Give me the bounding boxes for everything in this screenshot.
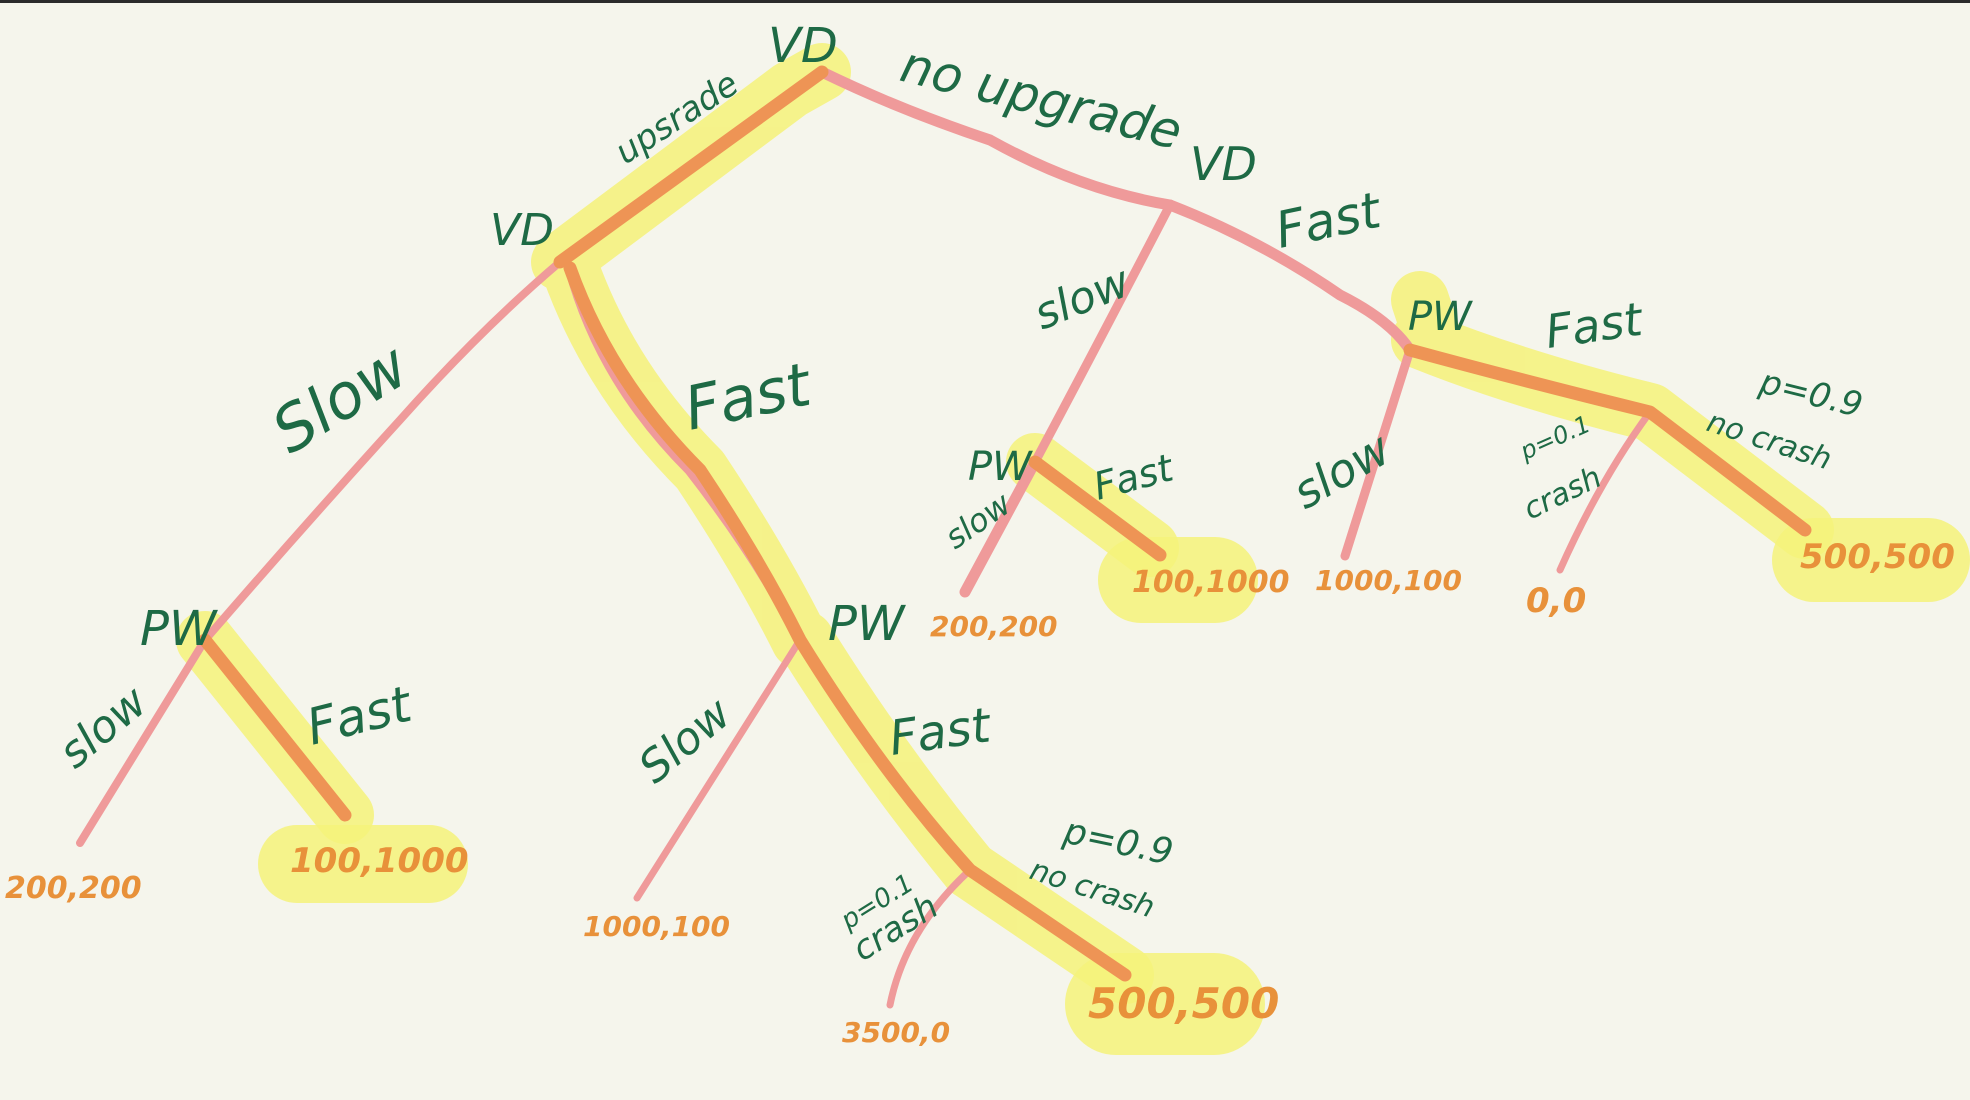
left-pw-slow-edge-label: slow bbox=[49, 676, 158, 779]
left-pw-fast-edge-label: Fast bbox=[301, 674, 419, 756]
left-pw-node-label: PW bbox=[140, 601, 218, 657]
fast-pw-fast-edge-label: Fast bbox=[886, 697, 996, 767]
branch-noup-fast bbox=[1164, 199, 1416, 356]
branch-mid-pw-slow bbox=[959, 456, 1041, 598]
branch-right-chance-crash bbox=[1556, 408, 1654, 574]
chosen-path bbox=[198, 65, 1812, 982]
root-node-label: VD bbox=[768, 18, 838, 74]
payoff-noup-fast-crash: 0,0 bbox=[1526, 581, 1586, 621]
highlight-blob-right-nocrash bbox=[1772, 518, 1970, 602]
noup-slow-edge-label: slow bbox=[1027, 256, 1138, 340]
chosen-root-upgrade bbox=[553, 65, 829, 269]
branch-noup-slow bbox=[1030, 200, 1175, 467]
payoff-noup-slow-fast: 100,1000 bbox=[1132, 565, 1290, 600]
noup-crash-edge-label: crash bbox=[1518, 460, 1607, 527]
branch-left-pw-slow bbox=[76, 636, 209, 847]
upgrade-node-label: VD bbox=[490, 205, 554, 256]
upgrade-slow-edge-label: Slow bbox=[259, 329, 421, 468]
mid-pw-node-label: PW bbox=[968, 444, 1033, 490]
highlight-blob-left-fast bbox=[258, 825, 468, 903]
branch-root-no-upgrade bbox=[816, 66, 1176, 211]
mid-pw-slow-edge-label: slow bbox=[938, 484, 1019, 557]
noup-nocrash-prob-label: p=0.9 bbox=[1755, 362, 1867, 426]
payoff-up-slow-slow: 200,200 bbox=[5, 871, 142, 906]
chosen-left-pw-fast bbox=[198, 633, 352, 822]
branch-fast-pw-slow bbox=[633, 636, 804, 902]
upgrade-nocrash-prob-label: p=0.9 bbox=[1059, 810, 1176, 873]
right-pw-fast-edge-label: Fast bbox=[1542, 292, 1647, 359]
payoff-up-fast-crash: 3500,0 bbox=[842, 1016, 950, 1049]
noup-fast-edge-label: Fast bbox=[1270, 181, 1387, 260]
no-upgrade-node-label: VD bbox=[1190, 137, 1257, 191]
chosen-mid-pw-fast bbox=[1028, 455, 1167, 562]
chosen-right-pw-fast bbox=[1403, 343, 1812, 537]
payoff-up-fast-nocrash: 500,500 bbox=[1088, 979, 1279, 1028]
fast-pw-node-label: PW bbox=[828, 596, 906, 652]
fast-pw-slow-edge-label: Slow bbox=[629, 687, 742, 793]
mid-pw-fast-edge-label: Fast bbox=[1089, 445, 1180, 509]
payoff-up-fast-slow: 1000,100 bbox=[583, 910, 730, 943]
top-border bbox=[0, 0, 1970, 3]
noup-crash-prob-label: p=0.1 bbox=[1515, 410, 1594, 466]
payoff-noup-slow-slow: 200,200 bbox=[930, 610, 1058, 643]
branch-upgrade-slow bbox=[201, 258, 564, 644]
branch-chance-crash bbox=[886, 866, 974, 1009]
chosen-upgrade-fast bbox=[563, 261, 1132, 982]
payoff-noup-fast-slow: 1000,100 bbox=[1315, 564, 1462, 597]
highlight-payoff-blobs bbox=[258, 518, 1970, 1055]
no-upgrade-edge-label: no upgrade bbox=[895, 35, 1188, 161]
payoff-noup-fast-nocrash: 500,500 bbox=[1800, 537, 1955, 577]
branch-right-pw-slow bbox=[1340, 345, 1415, 561]
highlight-blob-mid-fast bbox=[1098, 537, 1258, 623]
right-pw-node-label: PW bbox=[1408, 294, 1473, 340]
payoff-up-slow-fast: 100,1000 bbox=[290, 841, 469, 881]
highlight-blob-upgrade-nocrash bbox=[1065, 953, 1265, 1055]
upgrade-fast-edge-label: Fast bbox=[679, 349, 819, 444]
